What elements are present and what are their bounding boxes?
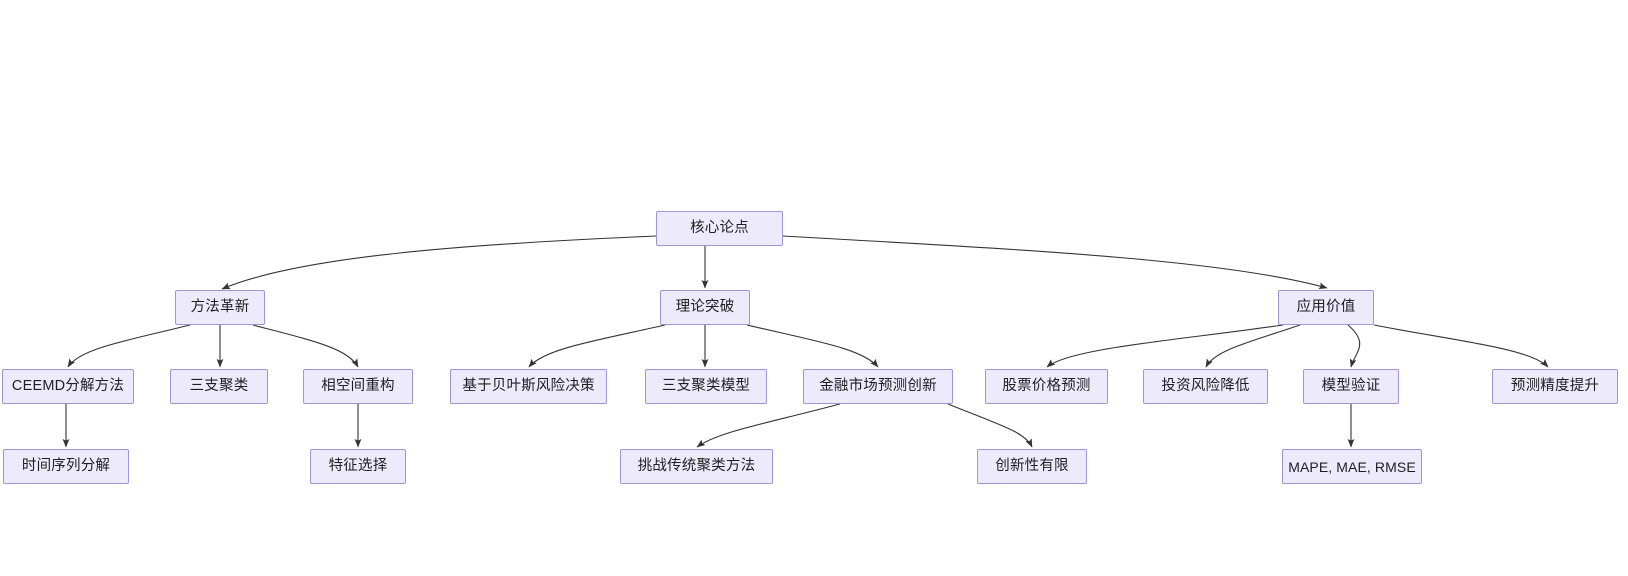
node-label-metrics: MAPE, MAE, RMSE [1288, 458, 1416, 475]
node-twmodel[interactable]: 三支聚类模型 [645, 369, 767, 404]
node-bayes[interactable]: 基于贝叶斯风险决策 [450, 369, 607, 404]
node-label-challenge: 挑战传统聚类方法 [637, 458, 756, 475]
node-label-phasespace: 相空间重构 [321, 378, 395, 395]
node-label-theory: 理论突破 [675, 299, 735, 316]
node-application[interactable]: 应用价值 [1278, 290, 1374, 325]
node-label-limited: 创新性有限 [995, 458, 1069, 475]
node-phasespace[interactable]: 相空间重构 [303, 369, 413, 404]
node-label-stock: 股票价格预测 [1002, 378, 1091, 395]
node-label-twmodel: 三支聚类模型 [661, 378, 751, 395]
node-feature[interactable]: 特征选择 [310, 449, 406, 484]
node-method[interactable]: 方法革新 [175, 290, 265, 325]
node-label-ceemd: CEEMD分解方法 [11, 378, 125, 395]
node-metrics[interactable]: MAPE, MAE, RMSE [1282, 449, 1422, 484]
node-challenge[interactable]: 挑战传统聚类方法 [620, 449, 773, 484]
node-limited[interactable]: 创新性有限 [977, 449, 1087, 484]
node-stock[interactable]: 股票价格预测 [985, 369, 1108, 404]
node-label-root: 核心论点 [690, 220, 749, 237]
node-label-bayes: 基于贝叶斯风险决策 [462, 378, 595, 395]
node-label-accuracy: 预测精度提升 [1510, 378, 1600, 395]
node-label-feature: 特征选择 [328, 458, 388, 475]
node-root[interactable]: 核心论点 [656, 211, 783, 246]
node-label-threeway: 三支聚类 [189, 378, 249, 395]
node-label-finance: 金融市场预测创新 [819, 378, 937, 395]
node-label-validation: 模型验证 [1321, 378, 1381, 395]
node-theory[interactable]: 理论突破 [660, 290, 750, 325]
node-risk[interactable]: 投资风险降低 [1143, 369, 1268, 404]
node-label-application: 应用价值 [1296, 299, 1356, 316]
node-label-tsdecomp: 时间序列分解 [21, 458, 111, 475]
node-label-method: 方法革新 [190, 299, 250, 316]
node-ceemd[interactable]: CEEMD分解方法 [2, 369, 134, 404]
node-label-risk: 投资风险降低 [1161, 378, 1250, 395]
node-threeway[interactable]: 三支聚类 [170, 369, 268, 404]
node-tsdecomp[interactable]: 时间序列分解 [3, 449, 129, 484]
node-validation[interactable]: 模型验证 [1303, 369, 1399, 404]
node-accuracy[interactable]: 预测精度提升 [1492, 369, 1618, 404]
node-finance[interactable]: 金融市场预测创新 [803, 369, 953, 404]
